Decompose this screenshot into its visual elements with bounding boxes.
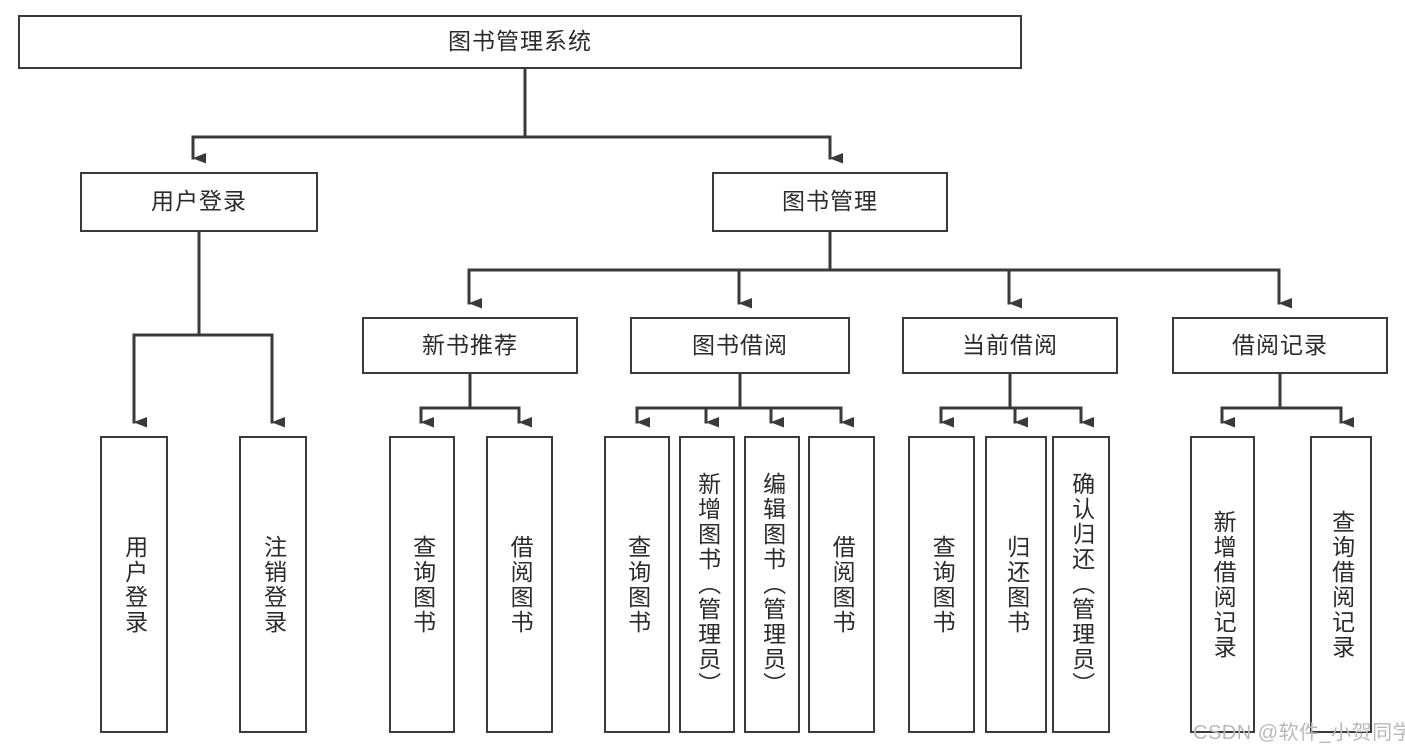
leaf-add-borrow-record-label: 新增借阅记录 (1210, 509, 1237, 660)
leaf-query-book-current-label: 查询图书 (929, 534, 956, 635)
leaf-return-book[interactable]: 归还图书 (985, 436, 1047, 733)
leaf-logout[interactable]: 注销登录 (239, 436, 307, 733)
node-book-borrow[interactable]: 图书借阅 (630, 317, 850, 374)
leaf-query-book-recommend-label: 查询图书 (409, 534, 436, 635)
node-root[interactable]: 图书管理系统 (18, 15, 1022, 69)
leaf-query-book-current[interactable]: 查询图书 (908, 436, 975, 733)
node-borrow-record-label: 借阅记录 (1232, 331, 1328, 358)
node-book-management[interactable]: 图书管理 (712, 172, 948, 232)
node-user-login-label: 用户登录 (151, 188, 247, 215)
leaf-user-login[interactable]: 用户登录 (100, 436, 168, 733)
node-root-label: 图书管理系统 (448, 28, 592, 55)
leaf-query-book-borrow-label: 查询图书 (624, 534, 651, 635)
leaf-borrow-book[interactable]: 借阅图书 (808, 436, 875, 733)
leaf-add-borrow-record[interactable]: 新增借阅记录 (1190, 436, 1255, 733)
node-new-book-recommend[interactable]: 新书推荐 (362, 317, 578, 374)
leaf-borrow-book-recommend-label: 借阅图书 (507, 534, 534, 635)
leaf-borrow-book-label: 借阅图书 (829, 534, 856, 635)
leaf-add-book-admin-label: 新增图书（管理员） (694, 472, 721, 697)
leaf-query-book-borrow[interactable]: 查询图书 (604, 436, 670, 733)
leaf-borrow-book-recommend[interactable]: 借阅图书 (486, 436, 553, 733)
node-current-borrow[interactable]: 当前借阅 (902, 317, 1118, 374)
node-new-book-recommend-label: 新书推荐 (422, 331, 518, 358)
leaf-add-book-admin[interactable]: 新增图书（管理员） (679, 436, 735, 733)
leaf-return-book-label: 归还图书 (1003, 534, 1030, 635)
leaf-edit-book-admin-label: 编辑图书（管理员） (759, 472, 786, 697)
node-borrow-record[interactable]: 借阅记录 (1172, 317, 1388, 374)
leaf-query-borrow-record[interactable]: 查询借阅记录 (1310, 436, 1372, 733)
leaf-logout-label: 注销登录 (260, 534, 287, 635)
node-book-management-label: 图书管理 (782, 188, 878, 215)
node-user-login[interactable]: 用户登录 (80, 172, 318, 232)
leaf-edit-book-admin[interactable]: 编辑图书（管理员） (744, 436, 800, 733)
node-book-borrow-label: 图书借阅 (692, 331, 788, 358)
leaf-confirm-return-admin-label: 确认归还（管理员） (1068, 472, 1095, 697)
leaf-query-borrow-record-label: 查询借阅记录 (1328, 509, 1355, 660)
leaf-query-book-recommend[interactable]: 查询图书 (389, 436, 455, 733)
leaf-confirm-return-admin[interactable]: 确认归还（管理员） (1052, 436, 1110, 733)
leaf-user-login-label: 用户登录 (121, 534, 148, 635)
node-current-borrow-label: 当前借阅 (962, 331, 1058, 358)
